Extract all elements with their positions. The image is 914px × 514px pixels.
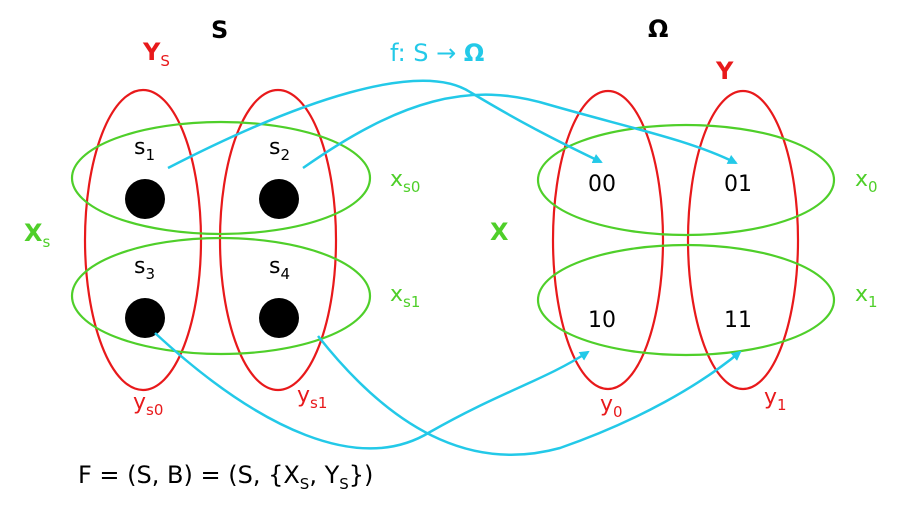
right-row-oval-x0 bbox=[536, 123, 836, 237]
left-row-oval-xs0 bbox=[70, 120, 372, 236]
right-col-label-y1: y1 bbox=[764, 385, 787, 414]
left-set-title: S bbox=[211, 16, 228, 44]
element-label-s4: s4 bbox=[269, 254, 290, 283]
right-set-title: Ω bbox=[648, 15, 668, 43]
cell-11: 11 bbox=[724, 308, 752, 333]
right-col-label-y0: y0 bbox=[600, 392, 623, 421]
cell-00: 00 bbox=[588, 172, 616, 197]
left-col-label-ys1: ys1 bbox=[297, 383, 327, 412]
element-dot-s3 bbox=[125, 298, 165, 338]
left-col-label-ys0: ys0 bbox=[133, 390, 163, 419]
left-row-label-xs1: xs1 bbox=[390, 282, 420, 311]
left-xs-label: Xs bbox=[24, 219, 51, 251]
arrow-s2-to-01 bbox=[302, 93, 738, 170]
right-y-label: Y bbox=[715, 57, 734, 85]
formula: F = (S, B) = (S, {XS, YS}) bbox=[78, 461, 373, 493]
left-ys-label: YS bbox=[142, 38, 170, 70]
mapping-label: f: S → Ω bbox=[390, 39, 484, 67]
left-column-oval-ys0 bbox=[83, 88, 203, 392]
right-x-label: X bbox=[490, 218, 509, 246]
right-row-label-x0: x0 bbox=[855, 167, 878, 196]
cell-10: 10 bbox=[588, 308, 616, 333]
left-row-oval-xs1 bbox=[70, 236, 372, 356]
element-dot-s1 bbox=[125, 179, 165, 219]
element-dot-s2 bbox=[259, 179, 299, 219]
element-label-s2: s2 bbox=[269, 135, 290, 164]
arrow-s3-to-10 bbox=[154, 332, 590, 450]
right-column-oval-y1 bbox=[686, 89, 800, 391]
arrow-s1-to-00 bbox=[167, 79, 603, 170]
right-column-oval-y0 bbox=[551, 89, 665, 391]
element-label-s3: s3 bbox=[134, 254, 155, 283]
right-row-label-x1: x1 bbox=[855, 282, 878, 311]
left-column-oval-ys1 bbox=[218, 88, 338, 392]
arrow-s4-to-11 bbox=[317, 335, 742, 456]
element-dot-s4 bbox=[259, 298, 299, 338]
cell-01: 01 bbox=[724, 172, 752, 197]
element-label-s1: s1 bbox=[134, 135, 155, 164]
left-row-label-xs0: xs0 bbox=[390, 167, 420, 196]
right-row-oval-x1 bbox=[536, 243, 836, 357]
